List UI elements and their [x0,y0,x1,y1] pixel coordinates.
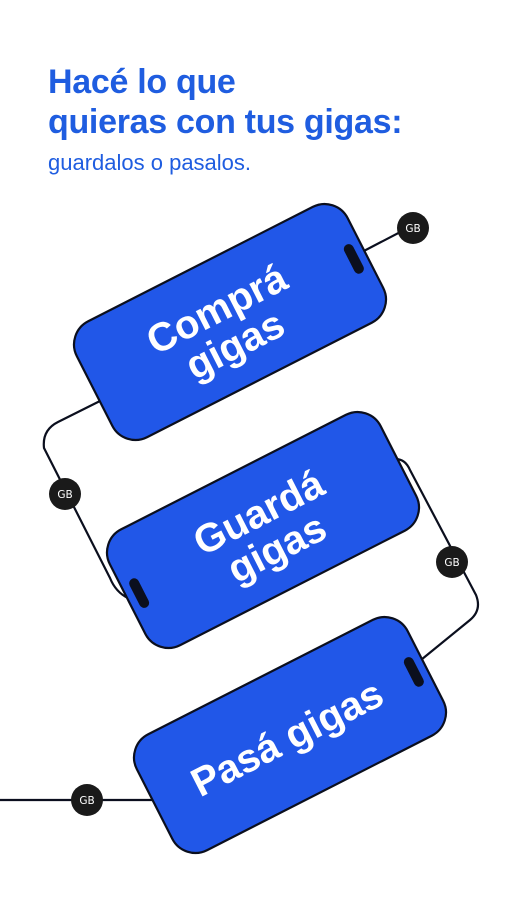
phone-notch [403,657,424,687]
subtitle: guardalos o pasalos. [48,150,252,175]
gb-badge-label: GB [444,557,459,569]
gb-badge: GB [71,784,103,816]
phone-body [72,202,388,442]
headline-line-2: quieras con tus gigas: [48,103,403,141]
phone-notch [343,244,364,274]
phone-compra: Comprá gigas [72,202,388,442]
headline-line-1: Hacé lo que [48,63,236,101]
headline: Hacé lo que quieras con tus gigas: [48,62,403,142]
gb-badge-label: GB [405,223,420,235]
gb-badge-label: GB [57,489,72,501]
gb-badge: GB [397,212,429,244]
gb-badge: GB [436,546,468,578]
phone-body [105,410,421,650]
gb-badge-label: GB [79,795,94,807]
phone-notch [129,578,150,608]
phone-guarda: Guardá gigas [105,410,421,650]
phone-body [132,615,448,855]
gb-badge: GB [49,478,81,510]
